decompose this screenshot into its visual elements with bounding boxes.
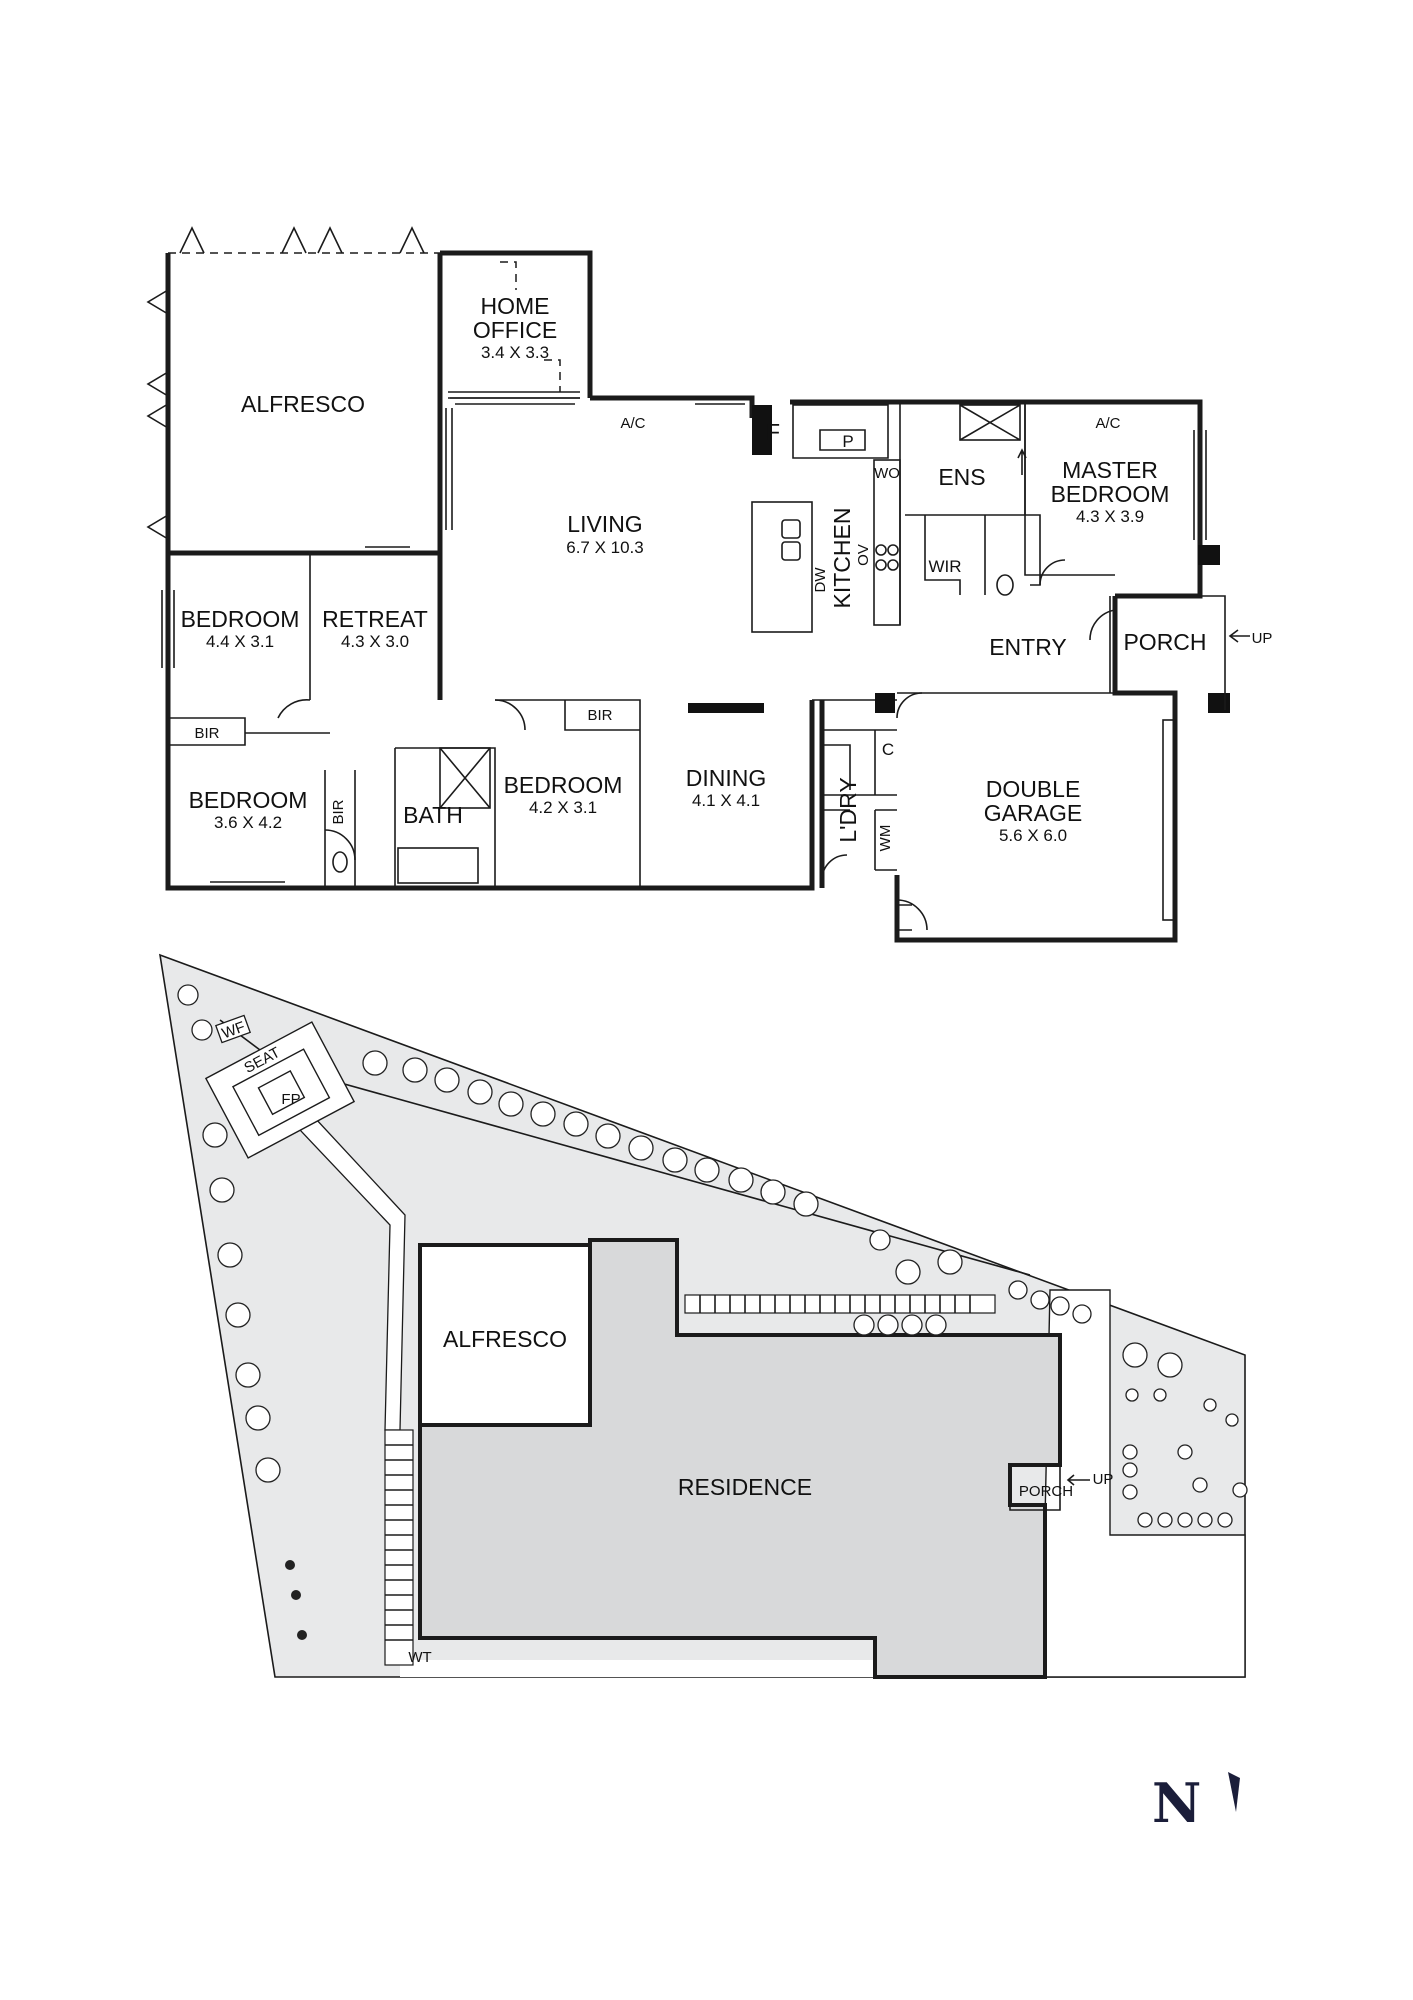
- label-wo: WO: [874, 465, 900, 482]
- label-wm: WM: [877, 825, 894, 852]
- label-bedroom-1: BEDROOM: [181, 606, 300, 632]
- label-master-2: BEDROOM: [1051, 481, 1170, 507]
- label-double: DOUBLE: [986, 776, 1081, 802]
- label-entry: ENTRY: [989, 634, 1067, 660]
- dim-living: 6.7 X 10.3: [566, 538, 644, 557]
- label-ac-1: A/C: [620, 415, 645, 432]
- dim-retreat: 4.3 X 3.0: [341, 632, 409, 651]
- label-porch: PORCH: [1123, 629, 1206, 655]
- label-home-office-2: OFFICE: [473, 317, 557, 343]
- dim-bedroom-1: 4.4 X 3.1: [206, 632, 274, 651]
- label-bir-2: BIR: [330, 799, 347, 824]
- label-ens: ENS: [938, 464, 985, 490]
- site-label-alfresco: ALFRESCO: [443, 1326, 567, 1352]
- site-plan: WF SEAT FP: [158, 953, 1248, 1679]
- site-label-residence: RESIDENCE: [678, 1474, 812, 1500]
- label-fridge: F: [766, 419, 780, 445]
- label-ac-2: A/C: [1095, 415, 1120, 432]
- dim-bedroom-2: 3.6 X 4.2: [214, 813, 282, 832]
- label-bedroom-2: BEDROOM: [189, 787, 308, 813]
- label-bath: BATH: [403, 802, 463, 828]
- dim-garage: 5.6 X 6.0: [999, 826, 1067, 845]
- label-alfresco: ALFRESCO: [241, 391, 365, 417]
- label-master: MASTER: [1062, 457, 1158, 483]
- label-retreat: RETREAT: [322, 606, 428, 632]
- brand-logo: N: [1152, 1771, 1240, 1835]
- site-label-up: UP: [1093, 1471, 1114, 1488]
- trees-right: [1008, 1280, 1248, 1528]
- label-living: LIVING: [567, 511, 642, 537]
- dim-home-office: 3.4 X 3.3: [481, 343, 549, 362]
- trees-left: [177, 984, 307, 1640]
- site-label-wf: WF: [220, 1018, 248, 1042]
- label-dw: DW: [812, 567, 829, 593]
- trees-top: [362, 1050, 963, 1336]
- dim-bedroom-3: 4.2 X 3.1: [529, 798, 597, 817]
- label-home-office: HOME: [481, 293, 550, 319]
- label-pantry: P: [842, 432, 853, 451]
- label-up: UP: [1252, 630, 1273, 647]
- label-cupboard: C: [882, 740, 894, 759]
- floor-plan: ALFRESCO HOME OFFICE 3.4 X 3.3 LIVING 6.…: [146, 226, 1273, 943]
- paver-strip: [384, 1294, 996, 1666]
- label-kitchen: KITCHEN: [829, 508, 855, 609]
- brand-letter: N: [1152, 1771, 1201, 1835]
- site-label-fp: FP: [281, 1091, 300, 1108]
- dim-dining: 4.1 X 4.1: [692, 791, 760, 810]
- label-dining: DINING: [686, 765, 767, 791]
- label-garage: GARAGE: [984, 800, 1082, 826]
- label-laundry: L'DRY: [835, 777, 861, 842]
- site-label-porch: PORCH: [1019, 1483, 1073, 1500]
- dim-master: 4.3 X 3.9: [1076, 507, 1144, 526]
- brand-accent-icon: [1228, 1772, 1240, 1812]
- label-ov: OV: [855, 544, 872, 566]
- site-label-wt: WT: [408, 1649, 431, 1666]
- label-bedroom-3: BEDROOM: [504, 772, 623, 798]
- label-wir: WIR: [928, 557, 961, 576]
- label-bir-3: BIR: [587, 707, 612, 724]
- label-bir-1: BIR: [194, 725, 219, 742]
